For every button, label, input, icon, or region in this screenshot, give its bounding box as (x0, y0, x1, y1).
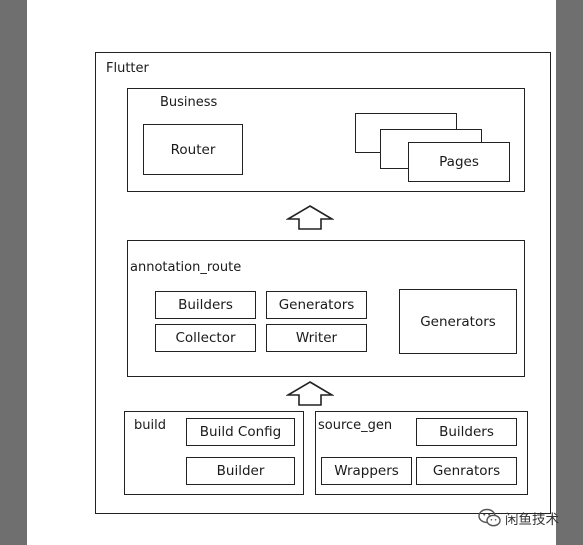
flutter-title: Flutter (106, 61, 149, 76)
wrappers-box: Wrappers (321, 457, 412, 485)
business-title: Business (160, 95, 218, 110)
background-band-left (0, 0, 27, 545)
generators-large-box: Generators (399, 289, 517, 354)
builder-box: Builder (186, 457, 295, 485)
build-title: build (134, 418, 166, 433)
up-arrow-icon (286, 381, 334, 406)
collector-box: Collector (155, 324, 256, 352)
build-config-box: Build Config (186, 418, 295, 446)
writer-box: Writer (266, 324, 367, 352)
annotation-route-title: annotation_route (130, 260, 242, 275)
up-arrow-icon (286, 205, 334, 230)
background-band-right (556, 0, 583, 545)
source-gen-title: source_gen (318, 418, 393, 433)
source-gen-builders-box: Builders (416, 418, 517, 446)
builders-box: Builders (155, 291, 256, 319)
watermark: 闲鱼技术 (478, 508, 559, 528)
pages-box: Pages (408, 142, 510, 182)
wechat-icon (478, 508, 501, 527)
router-box: Router (143, 124, 243, 175)
generators-small-box: Generators (266, 291, 367, 319)
watermark-text: 闲鱼技术 (505, 512, 559, 528)
genrators-box: Genrators (416, 457, 517, 485)
